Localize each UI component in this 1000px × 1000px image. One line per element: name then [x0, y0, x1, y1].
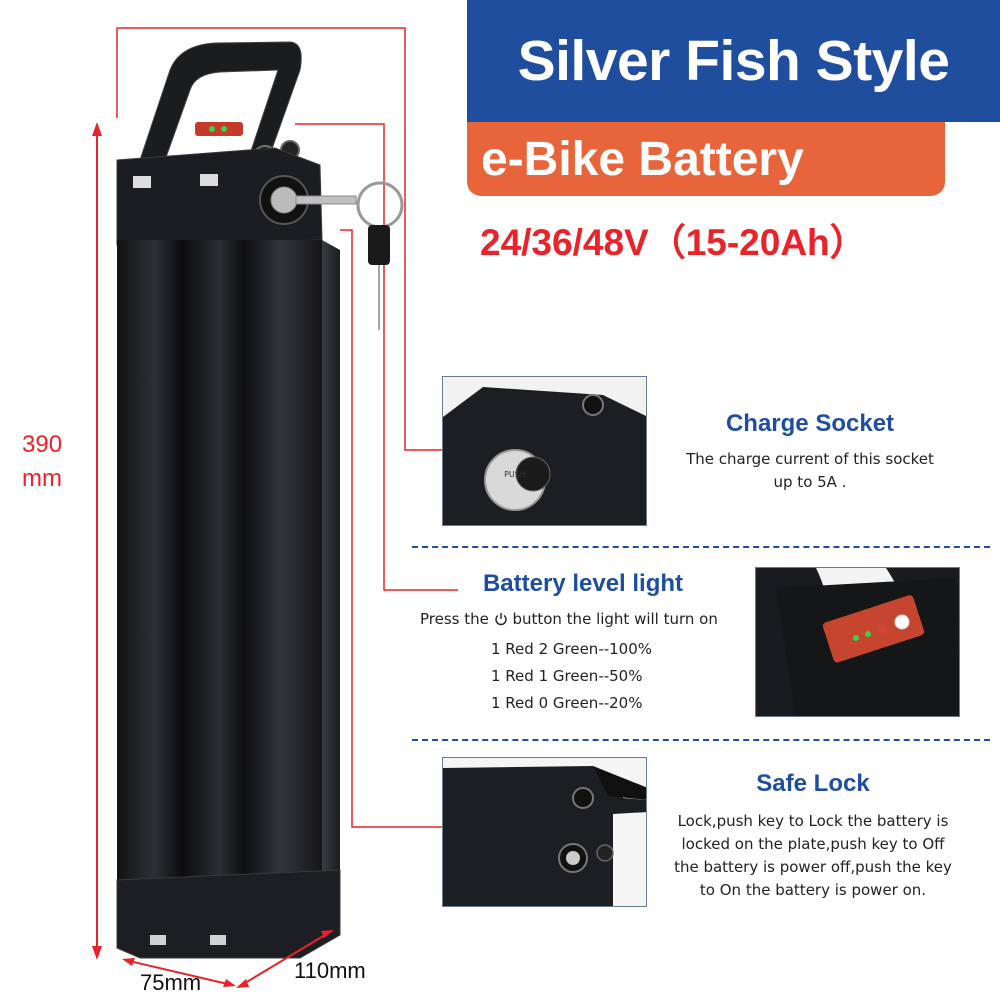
depth-dimension-label: 110mm — [294, 958, 366, 983]
subtitle-banner: e-Bike Battery — [467, 122, 945, 196]
battery-body — [117, 240, 322, 880]
title-banner: Silver Fish Style — [467, 0, 1000, 122]
section-divider-1 — [412, 546, 990, 548]
charge-socket-title: Charge Socket — [725, 410, 895, 437]
charge-socket-description: The charge current of this socket up to … — [650, 448, 970, 494]
charge-socket-callout-line — [116, 27, 442, 451]
level-full: 1 Red 2 Green--100% — [491, 640, 653, 658]
height-value: 390 — [22, 431, 63, 458]
battery-level-instruction: Press the button the light will turn on — [420, 610, 718, 628]
safe-lock-callout-line — [340, 229, 442, 828]
level-half: 1 Red 1 Green--50% — [491, 667, 643, 685]
height-dimension-label: 390 mm — [22, 428, 62, 496]
safe-lock-line-2: locked on the plate,push key to Off — [681, 835, 945, 853]
press-suffix: button the light will turn on — [512, 610, 718, 628]
battery-level-title: Battery level light — [482, 570, 684, 597]
height-unit: mm — [22, 465, 62, 492]
safe-lock-line-3: the battery is power off,push the key — [674, 858, 952, 876]
safe-lock-line-1: Lock,push key to Lock the battery is — [677, 812, 949, 830]
height-dimension-arrow — [92, 122, 102, 960]
key-lock — [259, 175, 404, 330]
charge-socket-line-2: up to 5A . — [773, 473, 847, 491]
level-light-callout-line — [295, 123, 458, 591]
width-dimension-label: 75mm — [140, 970, 202, 995]
width-dimension-arrow — [122, 958, 236, 987]
page-subtitle: e-Bike Battery — [481, 132, 804, 186]
press-prefix: Press the — [420, 610, 489, 628]
section-divider-2 — [412, 739, 990, 741]
safe-lock-line-4: to On the battery is power on. — [699, 881, 927, 899]
battery-bottom-cap — [116, 869, 341, 959]
svg-text:PUSH: PUSH — [504, 470, 526, 479]
safe-lock-description: Lock,push key to Lock the battery is loc… — [650, 810, 976, 902]
charge-socket-photo: PUSH — [442, 376, 647, 526]
level-low: 1 Red 0 Green--20% — [491, 694, 643, 712]
depth-dimension-arrow — [236, 930, 334, 988]
safe-lock-photo — [442, 757, 647, 907]
page-title: Silver Fish Style — [517, 29, 950, 93]
safe-lock-title: Safe Lock — [756, 770, 870, 797]
power-icon — [494, 612, 508, 626]
charge-socket-line-1: The charge current of this socket — [686, 450, 934, 468]
battery-level-photo — [755, 567, 960, 717]
voltage-capacity-spec: 24/36/48V（15-20Ah） — [480, 222, 867, 263]
